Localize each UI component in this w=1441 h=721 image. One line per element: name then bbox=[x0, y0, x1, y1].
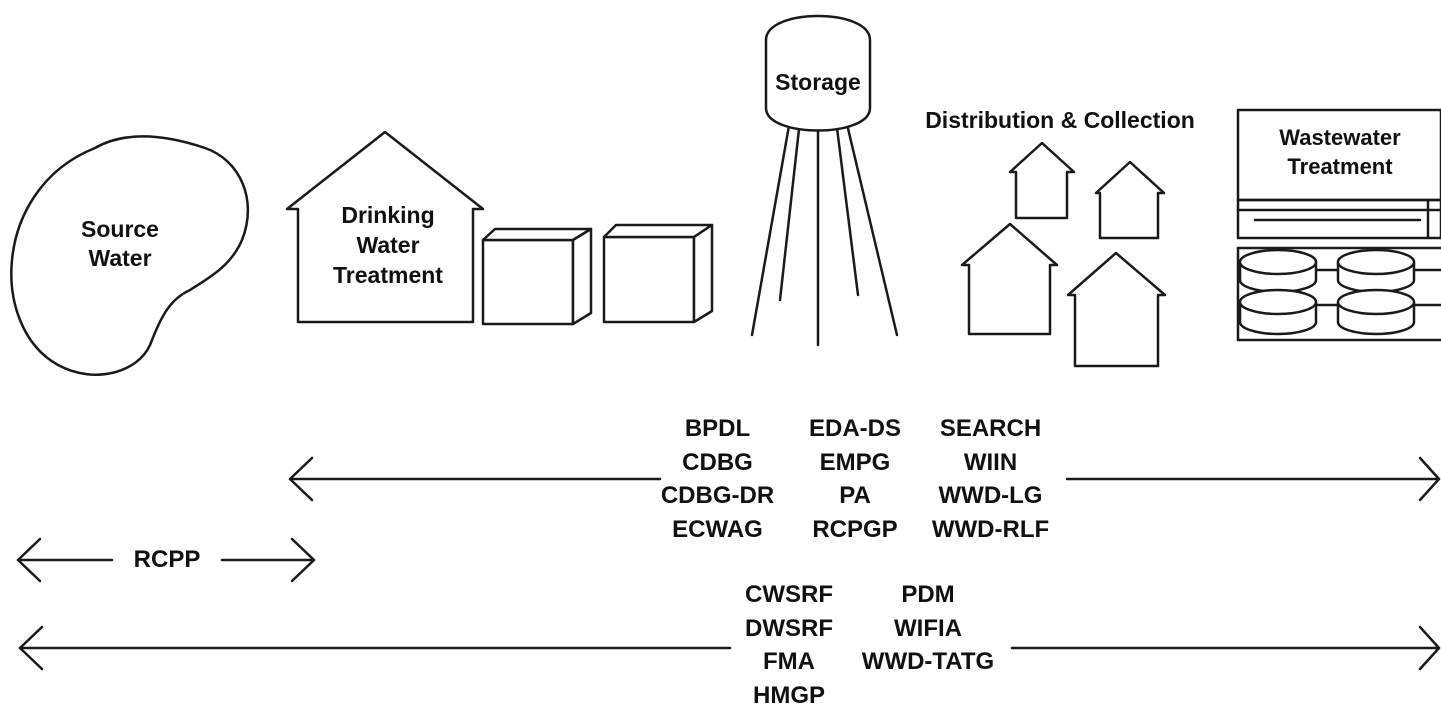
drinking-water-treatment-label-line1: Drinking bbox=[341, 202, 435, 228]
program-column-2: EDA-DS EMPG PA RCPGP bbox=[795, 412, 915, 546]
wastewater-treatment-label-line1: Wastewater bbox=[1279, 125, 1401, 150]
program-label: PA bbox=[839, 482, 871, 509]
source-water-shape bbox=[10, 135, 250, 376]
program-label: WIFIA bbox=[894, 614, 962, 642]
program-label: HMGP bbox=[753, 681, 825, 709]
program-label: CDBG-DR bbox=[660, 482, 775, 509]
arrow-treatment-to-wastewater bbox=[288, 456, 1441, 502]
arrow-rcpp bbox=[16, 537, 316, 583]
program-label: WWD-TATG bbox=[861, 648, 995, 675]
source-water-label: Source Water bbox=[60, 215, 180, 273]
program-label: CWSRF bbox=[745, 581, 833, 608]
program-label: PDM bbox=[901, 581, 955, 608]
program-column-4: CWSRF DWSRF FMA HMGP bbox=[730, 578, 848, 712]
program-label: BPDL bbox=[684, 415, 751, 442]
program-label: WWD-RLF bbox=[931, 515, 1050, 543]
drinking-water-treatment-label-line2: Water bbox=[356, 231, 420, 258]
wastewater-treatment-label-line2: Treatment bbox=[1287, 153, 1393, 179]
program-column-5: PDM WIFIA WWD-TATG bbox=[848, 578, 1008, 679]
storage-label: Storage bbox=[775, 69, 861, 95]
program-label: EDA-DS bbox=[808, 415, 901, 442]
distribution-houses bbox=[960, 141, 1167, 368]
program-label: EMPG bbox=[819, 448, 891, 476]
program-label: CDBG bbox=[682, 448, 753, 476]
program-column-1: BPDL CDBG CDBG-DR ECWAG bbox=[650, 412, 785, 546]
drinking-water-treatment-label: Drinking Water Treatment bbox=[318, 201, 458, 291]
treatment-house-shape bbox=[285, 130, 485, 324]
program-label: DWSRF bbox=[745, 614, 833, 642]
source-water-label-line2: Water bbox=[88, 244, 152, 271]
rcpp-label: RCPP bbox=[133, 546, 201, 573]
program-column-3: SEARCH WIIN WWD-LG WWD-RLF bbox=[918, 412, 1063, 546]
tank-box-2 bbox=[602, 223, 714, 324]
distribution-collection-label: Distribution & Collection bbox=[925, 107, 1195, 133]
program-label: ECWAG bbox=[672, 515, 763, 543]
program-label: WWD-LG bbox=[938, 482, 1043, 509]
source-water-label-line1: Source bbox=[81, 216, 159, 242]
wastewater-treatment-label: Wastewater Treatment bbox=[1250, 124, 1430, 181]
wastewater-plant bbox=[1236, 108, 1441, 342]
drinking-water-treatment-label-line3: Treatment bbox=[333, 261, 443, 288]
arrow-full-system bbox=[18, 625, 1441, 671]
tank-box-1 bbox=[481, 227, 593, 326]
water-tower bbox=[750, 14, 899, 347]
program-label: WIIN bbox=[963, 448, 1018, 476]
program-label: SEARCH bbox=[939, 415, 1042, 442]
program-label: RCPGP bbox=[812, 515, 898, 543]
program-label: FMA bbox=[763, 648, 815, 675]
